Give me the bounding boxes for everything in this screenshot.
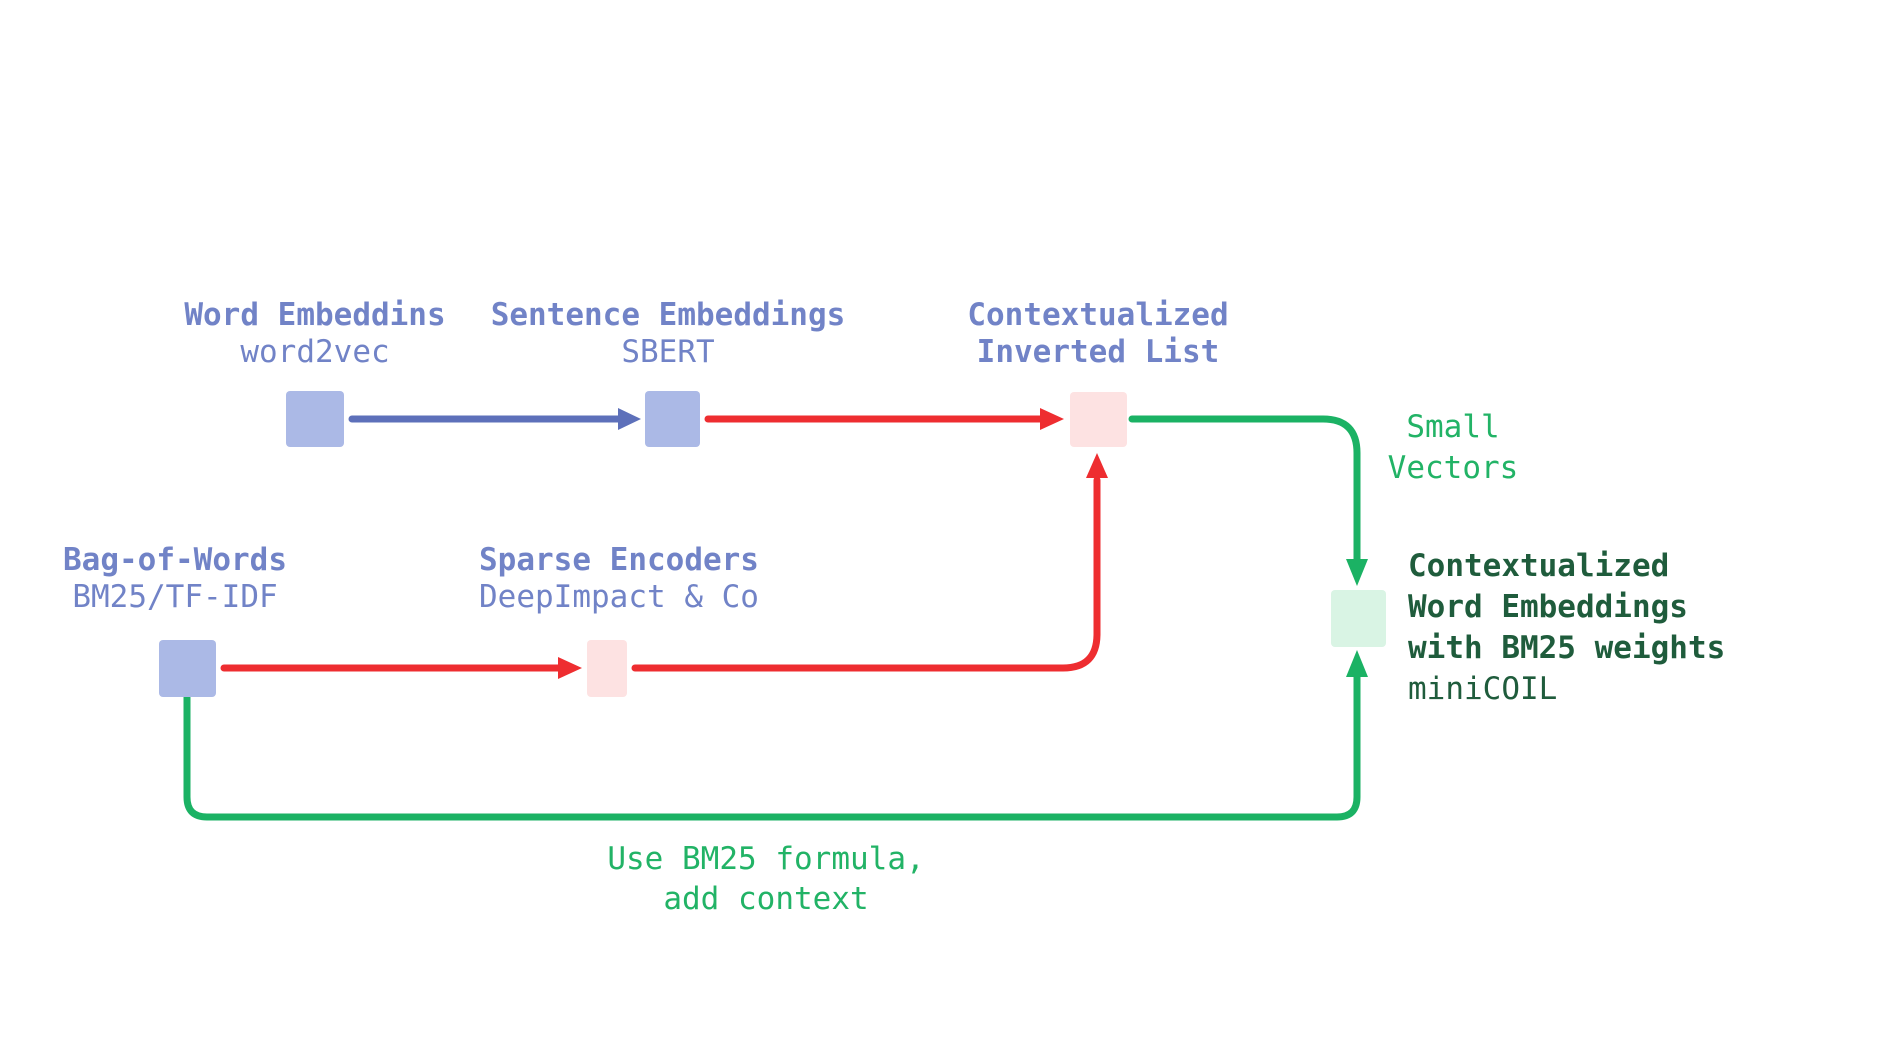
bag-of-words-node-square <box>159 640 216 697</box>
sparse-encoders-node-square <box>587 640 627 697</box>
bottom-note-line2: add context <box>663 881 869 917</box>
word-embeddings-node-square <box>286 391 344 447</box>
contextualized-inverted-list-title-line2: Inverted List <box>976 334 1220 370</box>
arrowhead-word2vec-to-sbert <box>618 408 641 430</box>
sparse-encoders-subtitle: DeepImpact & Co <box>479 579 759 615</box>
arrowhead-bow-to-sparse <box>558 657 582 679</box>
sentence-embeddings-title: Sentence Embeddings <box>490 297 846 333</box>
contextualized-inverted-list-node-square <box>1070 392 1127 447</box>
word-embeddings-title: Word Embeddins <box>184 297 446 333</box>
arrow-bow-to-minicoil <box>183 673 1361 821</box>
contextualized-inverted-list-label: Contextualized Inverted List <box>868 297 1328 371</box>
minicoil-title-line3: with BM25 weights <box>1408 630 1726 666</box>
arrow-inverted-list-to-minicoil <box>1128 415 1361 564</box>
minicoil-title-line1: Contextualized <box>1408 548 1670 584</box>
bag-of-words-label: Bag-of-Words BM25/TF-IDF <box>0 542 405 616</box>
arrow-sparse-to-inverted-list <box>631 476 1101 672</box>
word-embeddings-label: Word Embeddins word2vec <box>85 297 545 371</box>
arrowhead-inverted-list-to-minicoil <box>1346 559 1368 586</box>
sparse-encoders-title: Sparse Encoders <box>479 542 759 578</box>
minicoil-title-line2: Word Embeddings <box>1408 589 1688 625</box>
contextualized-inverted-list-title-line1: Contextualized <box>967 297 1229 333</box>
sentence-embeddings-node-square <box>645 391 700 447</box>
bottom-note-annotation: Use BM25 formula, add context <box>536 839 996 919</box>
arrowhead-bow-to-minicoil <box>1346 650 1368 677</box>
sparse-encoders-label: Sparse Encoders DeepImpact & Co <box>389 542 849 616</box>
minicoil-subtitle: miniCOIL <box>1408 671 1558 707</box>
bottom-note-line1: Use BM25 formula, <box>607 841 925 877</box>
bag-of-words-title: Bag-of-Words <box>63 542 287 578</box>
small-vectors-annotation: Small Vectors <box>1223 407 1683 489</box>
sentence-embeddings-subtitle: SBERT <box>621 334 715 370</box>
minicoil-node-square <box>1331 590 1386 647</box>
sentence-embeddings-label: Sentence Embeddings SBERT <box>438 297 898 371</box>
word-embeddings-subtitle: word2vec <box>240 334 390 370</box>
small-vectors-line1: Small <box>1406 409 1500 445</box>
arrowhead-sbert-to-inverted-list <box>1040 408 1064 430</box>
arrowhead-sparse-to-inverted-list <box>1086 453 1108 478</box>
small-vectors-line2: Vectors <box>1387 450 1519 486</box>
minicoil-label: Contextualized Word Embeddings with BM25… <box>1408 546 1725 710</box>
bag-of-words-subtitle: BM25/TF-IDF <box>72 579 278 615</box>
